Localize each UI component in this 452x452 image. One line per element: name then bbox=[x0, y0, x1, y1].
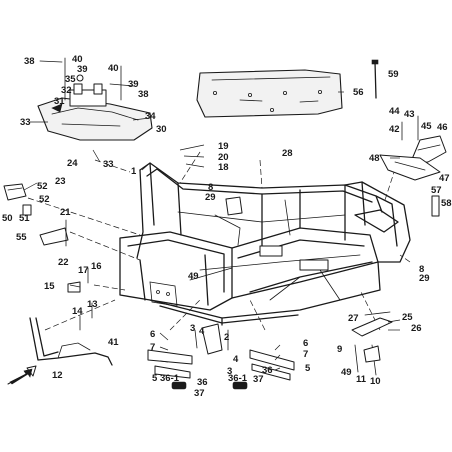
callout-32: 32 bbox=[61, 85, 72, 96]
callout-44: 44 bbox=[389, 106, 400, 117]
callout-40a: 40 bbox=[72, 54, 83, 65]
callout-43: 43 bbox=[404, 109, 415, 120]
callout-55: 55 bbox=[16, 232, 27, 243]
callout-17: 17 bbox=[78, 265, 89, 276]
callout-19: 19 bbox=[218, 141, 229, 152]
callout-48: 48 bbox=[369, 153, 380, 164]
callout-5a: 5 bbox=[152, 373, 158, 384]
callout-22: 22 bbox=[58, 257, 69, 268]
right-small-parts bbox=[351, 115, 447, 376]
callout-10: 10 bbox=[370, 376, 381, 387]
callout-21: 21 bbox=[60, 207, 71, 218]
callout-4a: 4 bbox=[199, 326, 205, 337]
callout-46: 46 bbox=[437, 122, 448, 133]
callout-3a: 3 bbox=[190, 323, 195, 334]
callout-23: 23 bbox=[55, 176, 66, 187]
callout-7a: 7 bbox=[150, 342, 155, 353]
callout-38a: 38 bbox=[24, 56, 35, 67]
rod-59 bbox=[371, 59, 379, 99]
callout-8b: 8 bbox=[419, 264, 424, 275]
callout-6a: 6 bbox=[150, 329, 155, 340]
callout-47: 47 bbox=[439, 173, 450, 184]
callout-labels: 1 2 3 3 4 4 5 5 6 6 7 7 8 8 9 10 11 12 1… bbox=[2, 54, 452, 399]
callout-8a: 8 bbox=[208, 182, 213, 193]
callout-49a: 49 bbox=[188, 271, 199, 282]
callout-56: 56 bbox=[353, 87, 364, 98]
callout-12: 12 bbox=[52, 370, 63, 381]
callout-33b: 33 bbox=[103, 159, 114, 170]
callout-30: 30 bbox=[156, 124, 167, 135]
callout-37a: 37 bbox=[194, 388, 205, 399]
left-small-parts bbox=[3, 183, 113, 385]
callout-29a: 29 bbox=[205, 192, 216, 203]
callout-27: 27 bbox=[348, 313, 359, 324]
callout-59: 59 bbox=[388, 69, 399, 80]
callout-29b: 29 bbox=[419, 273, 430, 284]
leader-lines bbox=[23, 91, 401, 371]
callout-50: 50 bbox=[2, 213, 13, 224]
callout-49b: 49 bbox=[341, 367, 352, 378]
callout-52a: 52 bbox=[37, 181, 48, 192]
callout-36-1a: 36-1 bbox=[160, 373, 180, 384]
callout-40b: 40 bbox=[108, 63, 119, 74]
callout-3b: 3 bbox=[227, 366, 232, 377]
callout-52b: 52 bbox=[39, 194, 50, 205]
callout-31: 31 bbox=[54, 96, 65, 107]
callout-18: 18 bbox=[218, 162, 229, 173]
bottom-center-parts bbox=[147, 323, 295, 390]
callout-41: 41 bbox=[108, 337, 119, 348]
callout-38b: 38 bbox=[138, 89, 149, 100]
callout-42: 42 bbox=[389, 124, 400, 135]
callout-6b: 6 bbox=[303, 338, 308, 349]
callout-28: 28 bbox=[282, 148, 293, 159]
callout-14: 14 bbox=[72, 306, 83, 317]
callout-11: 11 bbox=[356, 374, 367, 385]
callout-39b: 39 bbox=[128, 79, 139, 90]
callout-35: 35 bbox=[65, 74, 76, 85]
callout-20: 20 bbox=[218, 152, 229, 163]
assembly-lines bbox=[27, 151, 411, 331]
callout-57: 57 bbox=[431, 185, 442, 196]
callout-24: 24 bbox=[67, 158, 78, 169]
floor-panel bbox=[196, 69, 343, 118]
callout-13: 13 bbox=[87, 299, 98, 310]
callout-26: 26 bbox=[411, 323, 422, 334]
callout-33a: 33 bbox=[20, 117, 31, 128]
front-hood-assembly bbox=[37, 57, 153, 141]
callout-2: 2 bbox=[224, 332, 229, 343]
callout-37b: 37 bbox=[253, 374, 264, 385]
callout-39a: 39 bbox=[77, 64, 88, 75]
callout-51: 51 bbox=[19, 213, 30, 224]
callout-16: 16 bbox=[91, 261, 102, 272]
callout-34: 34 bbox=[145, 111, 156, 122]
callout-36-1b: 36-1 bbox=[228, 373, 248, 384]
callout-15: 15 bbox=[44, 281, 55, 292]
callout-4b: 4 bbox=[233, 354, 239, 365]
main-frame bbox=[119, 162, 411, 326]
callout-36b: 36 bbox=[262, 365, 273, 376]
callout-25: 25 bbox=[402, 312, 413, 323]
callout-5b: 5 bbox=[305, 363, 311, 374]
callout-36a: 36 bbox=[197, 377, 208, 388]
callout-9: 9 bbox=[337, 344, 342, 355]
callout-45: 45 bbox=[421, 121, 432, 132]
callout-58: 58 bbox=[441, 198, 452, 209]
callout-1: 1 bbox=[131, 166, 137, 177]
callout-7b: 7 bbox=[303, 349, 308, 360]
